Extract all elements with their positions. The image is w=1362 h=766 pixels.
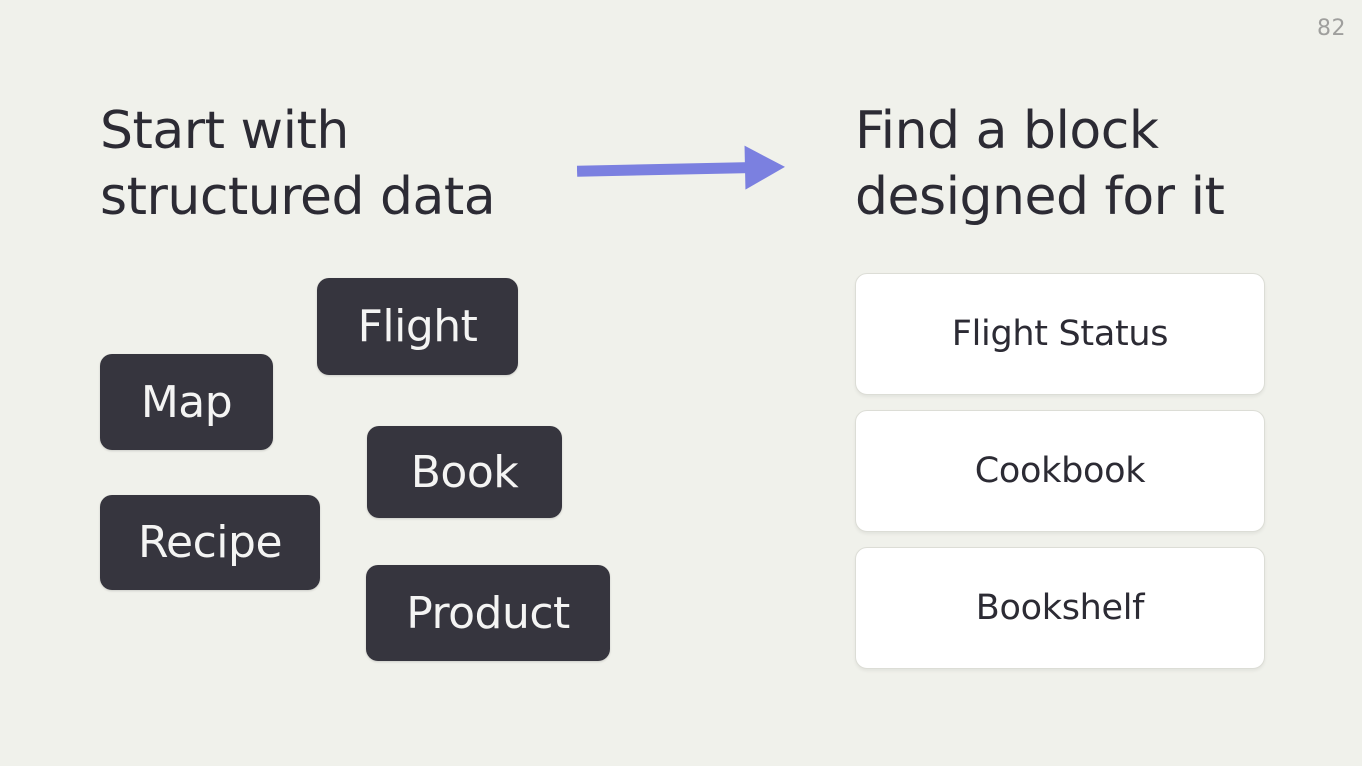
block-card-label: Cookbook xyxy=(974,451,1146,491)
page-number: 82 xyxy=(1317,16,1346,41)
left-heading: Start with structured data xyxy=(100,101,496,227)
data-block-recipe: Recipe xyxy=(100,495,320,590)
data-block-book: Book xyxy=(367,426,562,518)
data-block-label: Recipe xyxy=(137,517,283,568)
right-arrow-icon xyxy=(576,143,788,195)
data-block-label: Product xyxy=(406,587,570,639)
data-block-label: Flight xyxy=(357,301,478,352)
data-block-product: Product xyxy=(366,565,610,661)
block-card-label: Bookshelf xyxy=(975,588,1145,628)
data-block-map: Map xyxy=(100,354,273,450)
right-heading: Find a block designed for it xyxy=(855,101,1225,227)
block-card-cookbook: Cookbook xyxy=(855,410,1265,532)
block-card-list: Flight Status Cookbook Bookshelf xyxy=(855,273,1265,669)
block-card-flight-status: Flight Status xyxy=(855,273,1265,395)
block-card-label: Flight Status xyxy=(951,314,1169,354)
data-block-label: Map xyxy=(140,376,233,428)
data-block-flight: Flight xyxy=(317,278,518,375)
data-block-label: Book xyxy=(410,446,519,498)
block-card-bookshelf: Bookshelf xyxy=(855,547,1265,669)
